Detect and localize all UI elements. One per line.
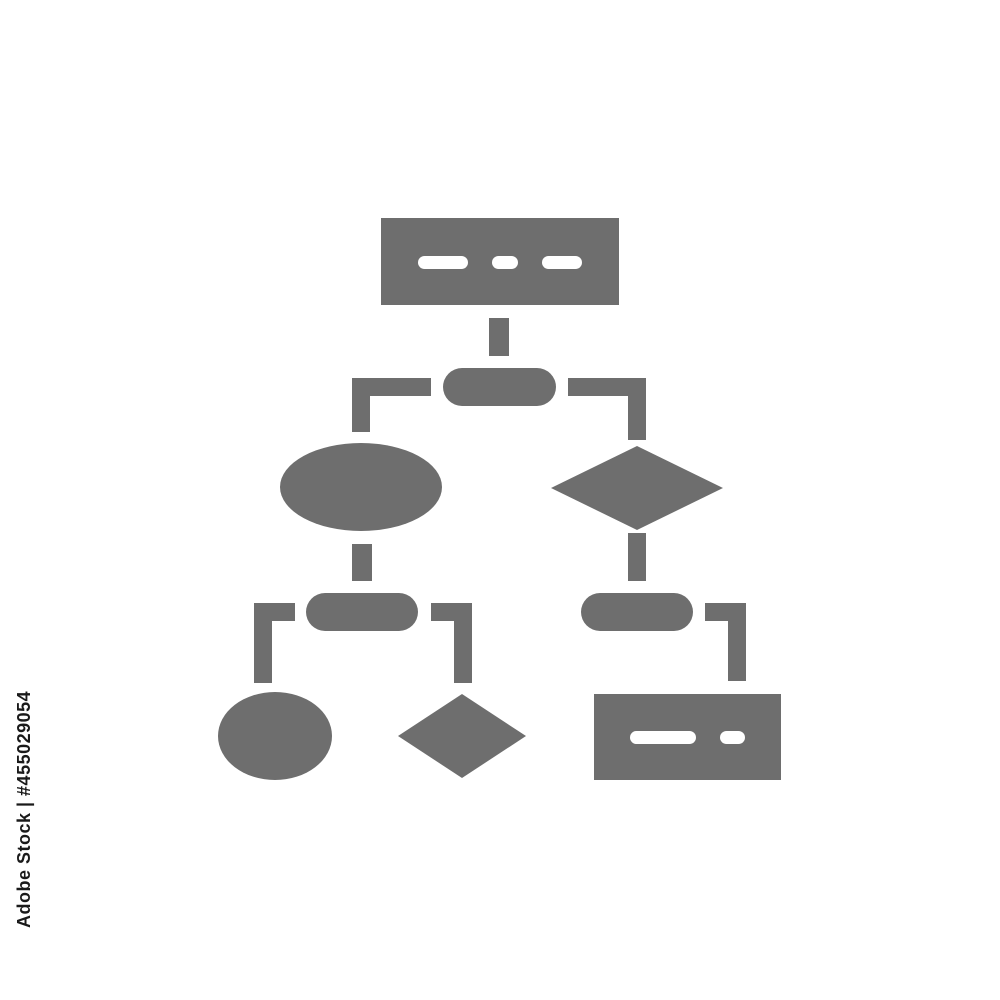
right-middle-connector [628,533,646,581]
right-elbow-vertical [628,378,646,440]
right-lower-pill [581,593,693,631]
lower-left-elbow-vertical [254,603,272,683]
bottom-left-ellipse [218,692,332,780]
top-box-dash-1 [418,256,468,269]
top-pill [443,368,556,406]
top-box-dash-2 [492,256,518,269]
bottom-box-dash-2 [720,731,745,744]
stock-id-label: Adobe Stock | #455029054 [14,690,34,928]
left-elbow-horizontal [352,378,431,396]
bottom-middle-diamond [398,694,526,778]
bottom-box-dash-1 [630,731,696,744]
lower-right-elbow-vertical [728,603,746,681]
right-diamond [551,446,723,530]
right-elbow-horizontal [568,378,646,396]
left-ellipse [280,443,442,531]
top-box-dash-3 [542,256,582,269]
lower-mid-elbow-vertical [454,603,472,683]
top-connector [489,318,509,356]
left-elbow-vertical [352,378,370,432]
left-middle-connector [352,544,372,581]
left-lower-pill [306,593,418,631]
